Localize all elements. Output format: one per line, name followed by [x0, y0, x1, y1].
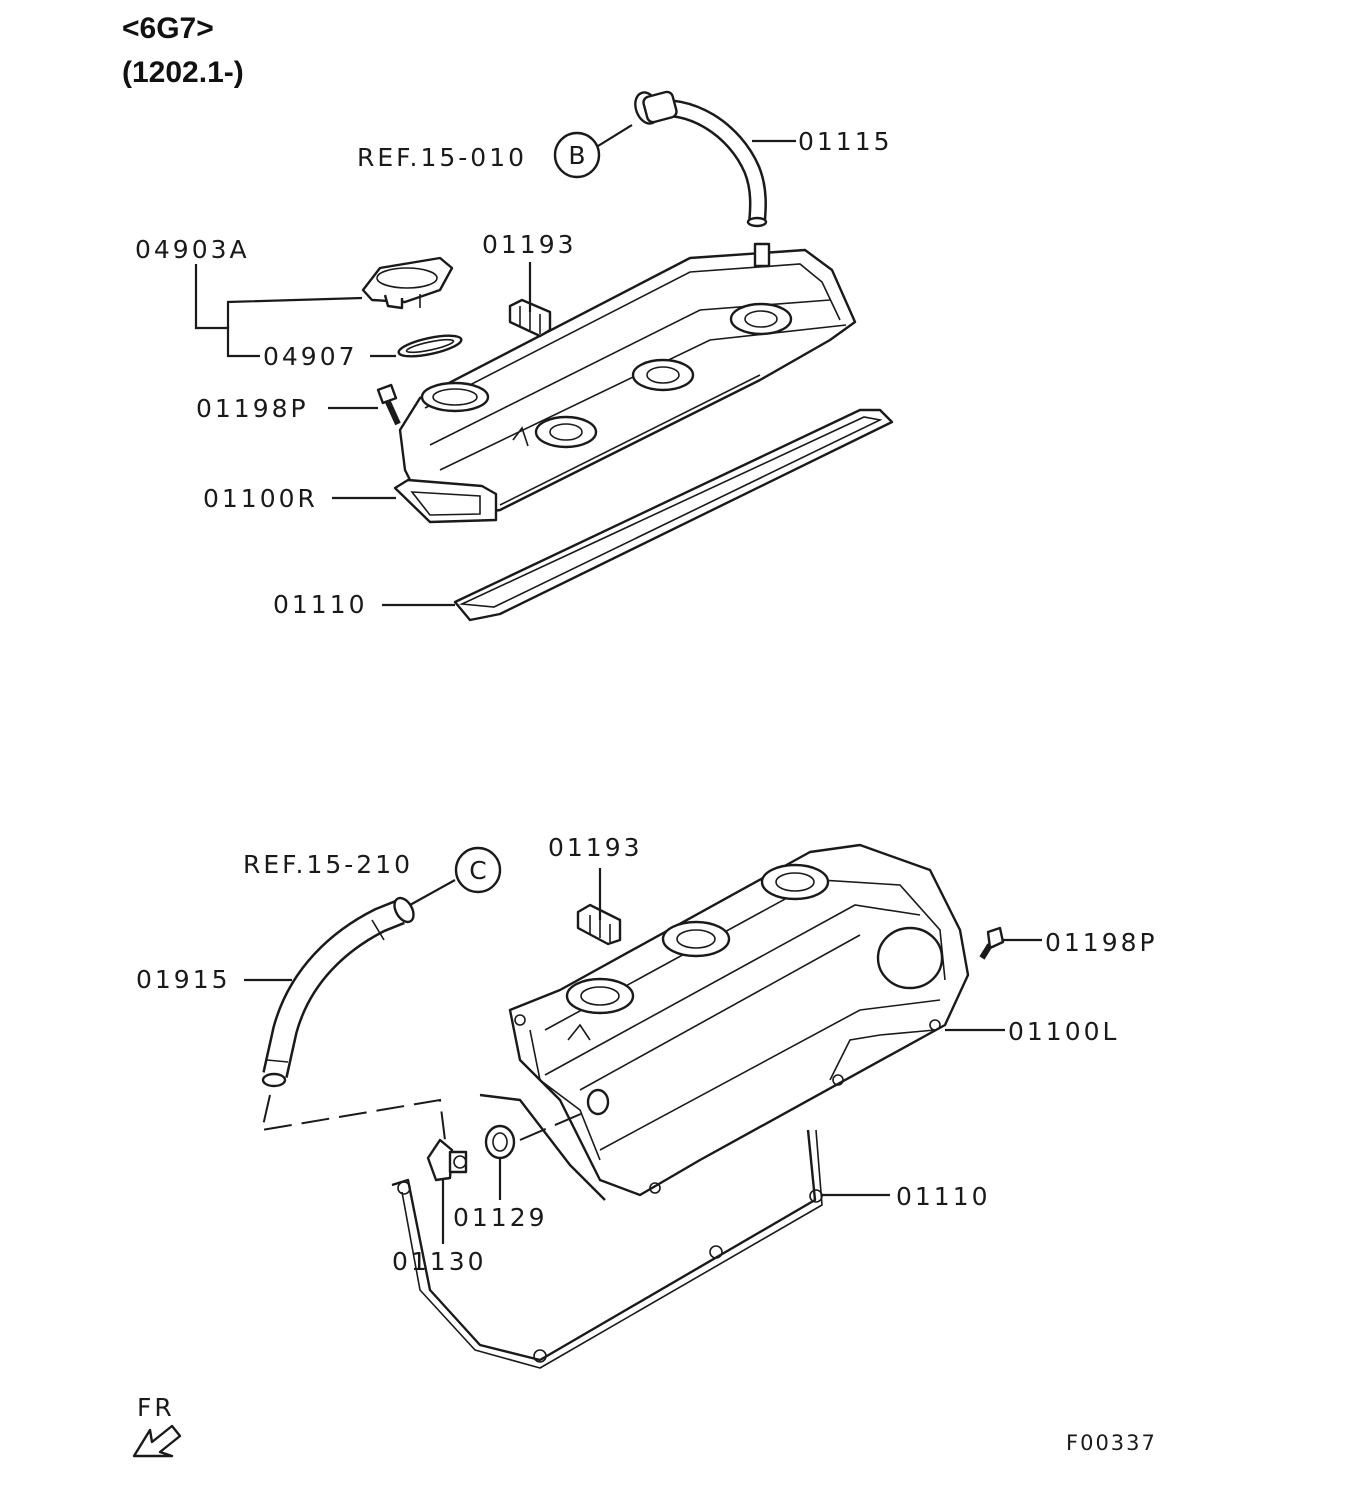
front-arrow-icon	[132, 1424, 182, 1458]
ref-label-bottom: REF.15-210	[243, 850, 413, 879]
rocker-cover-rh	[393, 242, 857, 524]
cap-gasket	[397, 334, 463, 358]
label-01193-top: 01193	[482, 230, 577, 259]
cover-gasket-top	[453, 408, 894, 622]
pcv-dashed-line	[519, 1109, 591, 1141]
oil-filler-cap	[361, 256, 454, 310]
top-assembly: REF.15-010 B 01115 04903A 04907 01193 01…	[135, 90, 894, 622]
bottom-assembly: REF.15-210 C 01193 01198P 01100L 01915 0…	[136, 833, 1158, 1369]
connection-dashed-line	[260, 1094, 446, 1141]
label-01110-bottom: 01110	[896, 1182, 991, 1211]
label-01130: 01130	[392, 1247, 487, 1276]
label-01198p-top: 01198P	[196, 394, 309, 423]
bottom-leader-lines	[244, 868, 1042, 1244]
ref-circle-c	[454, 846, 502, 894]
label-01198p-bottom: 01198P	[1045, 928, 1158, 957]
label-04903a: 04903A	[135, 235, 250, 264]
ref-label-top: REF.15-010	[357, 143, 527, 172]
engine-code: <6G7>	[122, 12, 214, 45]
front-direction-label: FR	[137, 1393, 175, 1422]
label-01100l: 01100L	[1008, 1017, 1119, 1046]
harness-clip-bottom	[576, 903, 622, 946]
harness-clip-top	[508, 298, 552, 338]
top-leader-lines	[194, 124, 796, 607]
cover-gasket-bottom	[391, 1129, 823, 1369]
ref-circle-c-letter: C	[469, 856, 486, 885]
rocker-cover-lh	[508, 843, 970, 1197]
cover-side-bracket	[479, 1093, 606, 1201]
label-01915: 01915	[136, 965, 231, 994]
label-01100r: 01100R	[203, 484, 318, 513]
label-04907: 04907	[263, 342, 358, 371]
pcv-valve	[426, 1138, 468, 1182]
label-01129: 01129	[453, 1203, 548, 1232]
label-01193-bottom: 01193	[548, 833, 643, 862]
cover-bolt-top	[376, 383, 401, 426]
cover-bolt-bottom	[979, 926, 1005, 960]
figure-code: F00337	[1066, 1431, 1157, 1455]
serial-range: (1202.1-)	[122, 56, 244, 89]
breather-hose-top	[634, 90, 768, 228]
label-01110-top: 01110	[273, 590, 368, 619]
ref-circle-b-letter: B	[568, 141, 585, 170]
label-01115: 01115	[798, 127, 893, 156]
pcv-grommet	[484, 1124, 516, 1160]
pcv-hose-bottom	[261, 896, 415, 1088]
ref-circle-b	[553, 131, 601, 179]
